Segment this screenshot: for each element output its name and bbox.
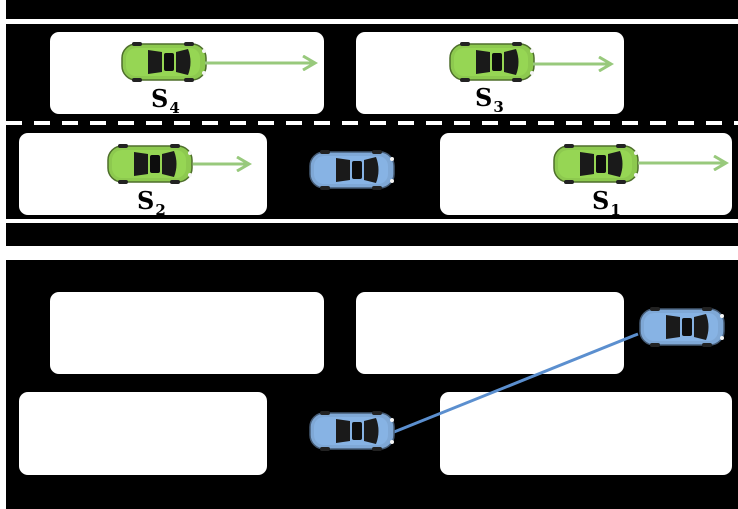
lane-dash (734, 121, 738, 125)
lane-dash (146, 121, 162, 125)
lane-dash (510, 121, 526, 125)
label-s1: S1 (592, 186, 621, 219)
ego-car-start (309, 411, 395, 451)
lane-dash (314, 121, 330, 125)
top-road-edge (6, 19, 738, 24)
lane-dash (370, 121, 386, 125)
bottom-road-edge (6, 219, 738, 223)
label-s4: S4 (151, 84, 180, 117)
lane-dash (678, 121, 694, 125)
surrounding-car-s4 (121, 42, 207, 82)
bottom-slot-upper-left (50, 292, 324, 374)
surrounding-car-s1 (553, 144, 639, 184)
ego-car-target (639, 307, 725, 347)
label-s2: S2 (137, 186, 166, 219)
lane-dash (426, 121, 442, 125)
lane-dash (286, 121, 302, 125)
lane-dash (482, 121, 498, 125)
bottom-slot-lower-right (440, 392, 732, 475)
lane-dash (594, 121, 610, 125)
surrounding-car-s2 (107, 144, 193, 184)
lane-dash (62, 121, 78, 125)
lane-dash (566, 121, 582, 125)
surrounding-car-s3 (449, 42, 535, 82)
velocity-arrow-s2 (193, 156, 252, 172)
lane-dash (230, 121, 246, 125)
lane-dash (34, 121, 50, 125)
bottom-slot-lower-left (19, 392, 267, 475)
lane-dash (174, 121, 190, 125)
lane-dash (90, 121, 106, 125)
lane-dash (650, 121, 666, 125)
lane-dash (258, 121, 274, 125)
lane-dash (454, 121, 470, 125)
velocity-arrow-s1 (638, 155, 729, 171)
lane-dash (118, 121, 134, 125)
lane-dash (398, 121, 414, 125)
lane-dash (622, 121, 638, 125)
bottom-slot-upper-right (356, 292, 624, 374)
velocity-arrow-s3 (533, 56, 614, 72)
velocity-arrow-s4 (205, 55, 318, 71)
lane-dash (342, 121, 358, 125)
label-s3: S3 (475, 83, 504, 116)
lane-dash (706, 121, 722, 125)
lane-dash (538, 121, 554, 125)
ego-car (309, 150, 395, 190)
lane-dash (6, 121, 22, 125)
lane-dash (202, 121, 218, 125)
